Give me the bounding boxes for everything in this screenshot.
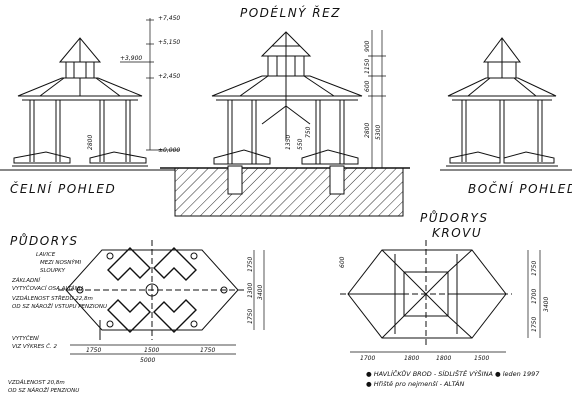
plan-dim-right: 1750 bbox=[200, 347, 215, 354]
title-side-view: BOČNÍ POHLED bbox=[468, 181, 572, 196]
note-axis-2: VYTYČOVACÍ OSA ALTÁNU bbox=[12, 285, 83, 292]
note-stake-1: VYTYČENÍ bbox=[12, 335, 40, 342]
section-dim-600: 600 bbox=[364, 80, 371, 92]
plan-dim-r3: 1750 bbox=[247, 309, 254, 324]
side-elevation bbox=[440, 37, 572, 171]
note-axis-1: ZÁKLADNÍ bbox=[11, 277, 41, 284]
section-dim-750: 750 bbox=[305, 126, 312, 138]
plan-dim-total: 5000 bbox=[140, 357, 155, 364]
section-dim-2800: 2800 bbox=[364, 123, 371, 138]
footer-location: ● HAVLÍČKŮV BROD - SÍDLIŠTĚ VÝŠINA ● led… bbox=[366, 369, 540, 378]
plan-dim-left: 1750 bbox=[86, 347, 101, 354]
title-longitudinal-section: PODÉLNÝ ŘEZ bbox=[240, 5, 341, 20]
front-elevation bbox=[0, 37, 175, 171]
floor-plan bbox=[58, 240, 265, 355]
section-dim-lines bbox=[368, 30, 386, 168]
title-roof-plan: PŮDORYS bbox=[420, 210, 489, 225]
roof-dim-1: 1700 bbox=[360, 355, 375, 362]
roof-dim-r2: 1700 bbox=[531, 289, 538, 304]
plan-dim-r2: 1300 bbox=[247, 283, 254, 298]
note-bench-1: LAVICE bbox=[36, 252, 56, 258]
plan-dim-r1: 1750 bbox=[247, 257, 254, 272]
roof-dim-2: 1800 bbox=[404, 355, 419, 362]
level-2450: +2,450 bbox=[158, 73, 180, 80]
level-5150: +5,150 bbox=[158, 39, 180, 46]
section-dim-900: 900 bbox=[364, 40, 371, 52]
title-floor-plan: PŮDORYS bbox=[10, 233, 79, 248]
note-dist2-2: OD SZ NÁROŽÍ PENZIONU bbox=[8, 386, 79, 394]
title-roof-plan-2: KROVU bbox=[432, 226, 482, 240]
section-dim-1350: 1350 bbox=[285, 135, 292, 150]
title-front-view: ČELNÍ POHLED bbox=[10, 181, 116, 196]
footer-project: ● Hřiště pro nejmenší - ALTÁN bbox=[366, 379, 464, 388]
roof-dim-height: 3400 bbox=[543, 297, 550, 312]
note-dist2-1: VZDÁLENOST 20,8m bbox=[8, 379, 65, 386]
level-zero: ±0,000 bbox=[158, 147, 180, 154]
roof-dim-top: 600 bbox=[339, 256, 346, 268]
section-dim-5300: 5300 bbox=[375, 125, 382, 140]
section-elevation bbox=[211, 31, 363, 165]
roof-dim-3: 1800 bbox=[436, 355, 451, 362]
roof-plan bbox=[340, 240, 541, 353]
level-top: +7,450 bbox=[158, 15, 180, 22]
note-bench-3: SLOUPKY bbox=[40, 268, 66, 274]
level-3900: +3,900 bbox=[120, 55, 142, 62]
front-height-dim: 2800 bbox=[87, 135, 94, 150]
note-bench-2: MEZI NOSNÝMI bbox=[40, 259, 82, 266]
note-stake-2: VIZ VÝKRES Č. 2 bbox=[12, 343, 58, 350]
roof-dim-4: 1500 bbox=[474, 355, 489, 362]
section-dim-550: 550 bbox=[297, 138, 304, 150]
plan-dim-mid: 1500 bbox=[144, 347, 159, 354]
plan-dim-height: 3400 bbox=[257, 285, 264, 300]
roof-dim-r1: 1750 bbox=[531, 261, 538, 276]
section-dim-1150: 1150 bbox=[364, 59, 371, 74]
note-dist-2: OD SZ NÁROŽÍ VSTUPU PENZIONU bbox=[12, 302, 107, 310]
level-marks bbox=[120, 18, 180, 151]
note-dist-1: VZDÁLENOST STŘEDU 22,8m bbox=[12, 294, 93, 302]
roof-dim-r3: 1750 bbox=[531, 317, 538, 332]
foundation-section bbox=[160, 165, 410, 217]
